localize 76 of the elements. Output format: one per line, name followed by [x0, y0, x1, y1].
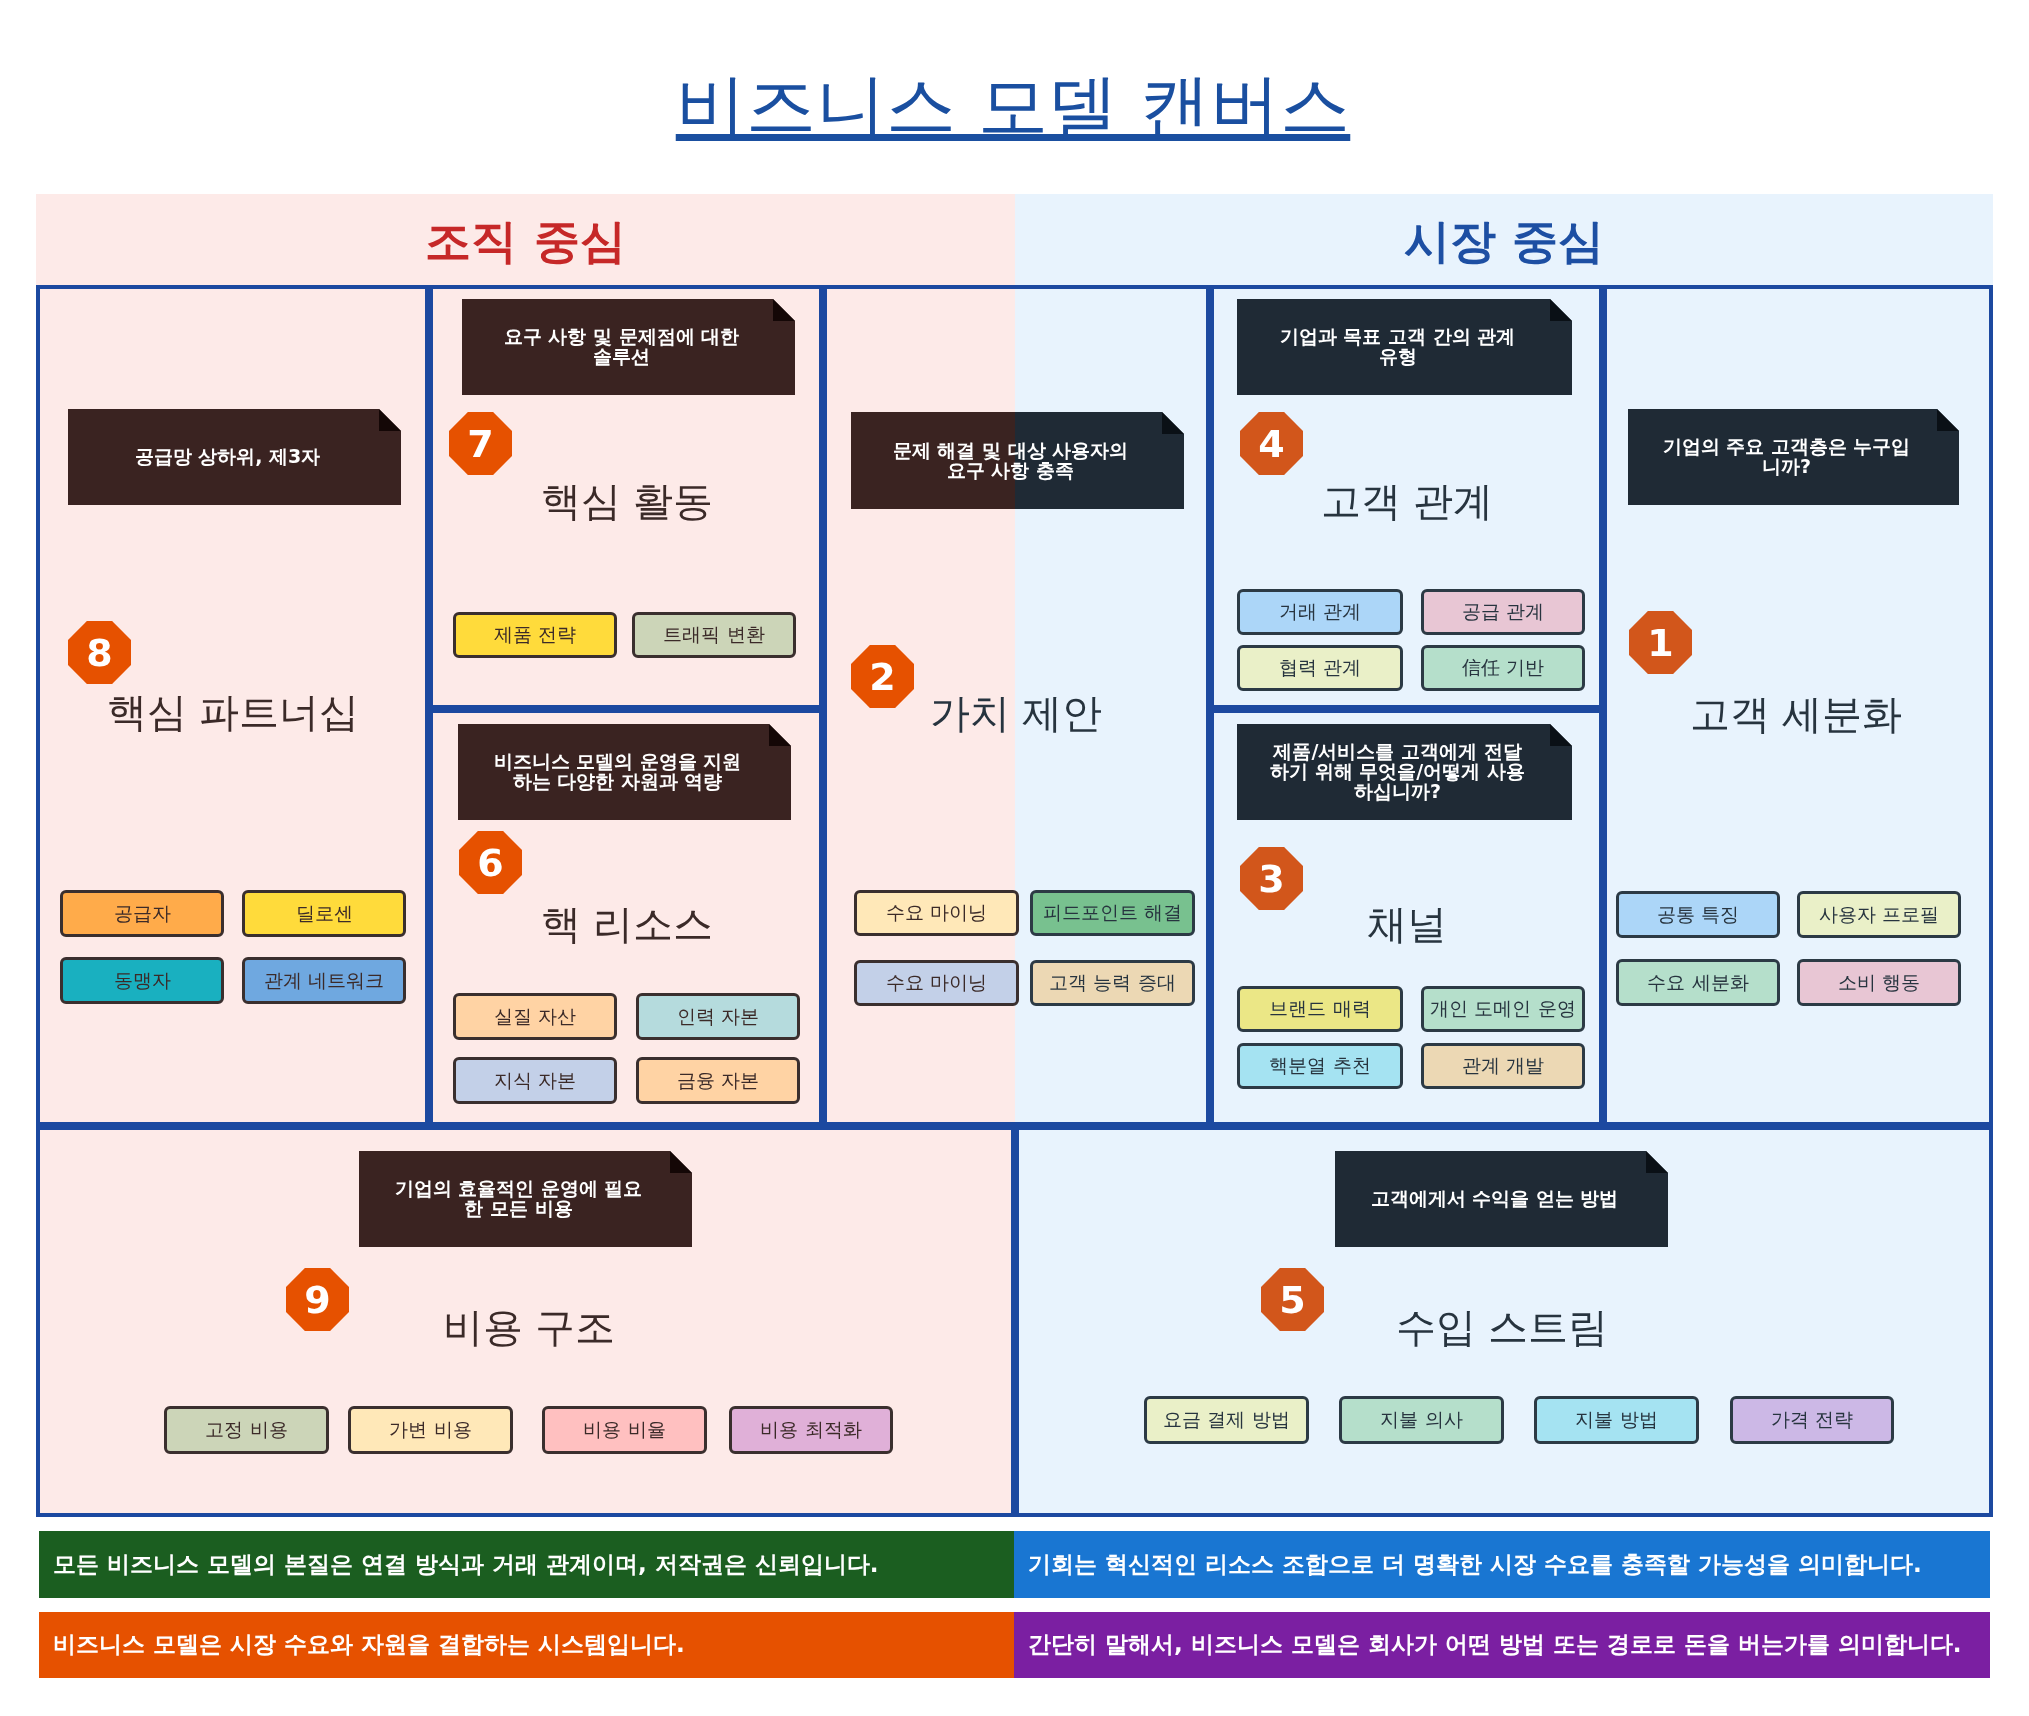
section-title: 채널 — [1367, 902, 1447, 946]
tag-chip: 수요 마이닝 — [854, 960, 1019, 1006]
number-badge: 8 — [68, 621, 131, 684]
tag-chip: 금융 자본 — [636, 1057, 800, 1104]
tag-chip: 고정 비용 — [164, 1406, 329, 1454]
number-badge: 1 — [1629, 611, 1692, 674]
tag-chip: 인력 자본 — [636, 993, 800, 1040]
tag-chip: 피드포인트 해결 — [1030, 890, 1195, 936]
tag-chip: 제품 전략 — [453, 612, 617, 658]
section-title: 수입 스트림 — [1395, 1305, 1609, 1349]
tag-chip: 트래픽 변환 — [632, 612, 796, 658]
canvas-section — [823, 285, 1210, 1126]
tag-chip: 비용 비율 — [542, 1406, 707, 1454]
number-badge: 5 — [1261, 1268, 1324, 1331]
tag-chip: 거래 관계 — [1237, 589, 1403, 635]
tag-chip: 딜로센 — [242, 890, 406, 937]
section-title: 고객 관계 — [1320, 479, 1494, 523]
title: 비즈니스 모델 캔버스 — [675, 66, 1351, 147]
note-text: 공급망 상하위, 제3자 — [134, 447, 321, 467]
canvas-section — [1210, 709, 1603, 1126]
canvas-section — [1015, 1126, 1993, 1517]
section-title: 핵심 파트너십 — [106, 690, 360, 734]
number-badge: 4 — [1240, 412, 1303, 475]
section-title: 고객 세분화 — [1689, 692, 1903, 736]
number-badge: 3 — [1240, 847, 1303, 910]
note-text: 제품/서비스를 고객에게 전달하기 위해 무엇을/어떻게 사용하십니까? — [1269, 742, 1526, 802]
tag-chip: 수요 세분화 — [1616, 959, 1780, 1006]
section-title: 핵 리소스 — [540, 902, 714, 946]
tag-chip: 공급 관계 — [1421, 589, 1585, 635]
section-title: 비용 구조 — [442, 1305, 616, 1349]
number-badge: 9 — [286, 1268, 349, 1331]
canvas-section — [429, 709, 823, 1126]
footer-banner: 비즈니스 모델은 시장 수요와 자원을 결합하는 시스템입니다. — [39, 1612, 1014, 1678]
footer-banner: 모든 비즈니스 모델의 본질은 연결 방식과 거래 관계이며, 저작권은 신뢰입니다. — [39, 1531, 1014, 1598]
tag-chip: 핵분열 추천 — [1237, 1043, 1403, 1089]
band-heading: 시장 중심 — [1404, 215, 1604, 267]
tag-chip: 공통 특징 — [1616, 891, 1780, 938]
note-text: 기업과 목표 고객 간의 관계 유형 — [1278, 327, 1517, 367]
band-heading: 조직 중심 — [425, 215, 626, 267]
canvas-section — [1603, 285, 1993, 1126]
note-text: 고객에게서 수익을 얻는 방법 — [1370, 1189, 1619, 1209]
tag-chip: 동맹자 — [60, 957, 224, 1004]
canvas-section — [1210, 285, 1603, 709]
note-text: 비즈니스 모델의 운영을 지원하는 다양한 자원과 역량 — [492, 752, 743, 792]
tag-chip: 관계 네트워크 — [242, 957, 406, 1004]
tag-chip: 수요 마이닝 — [854, 890, 1019, 936]
note-text: 요구 사항 및 문제점에 대한 솔루션 — [502, 327, 741, 367]
tag-chip: 요금 결제 방법 — [1144, 1396, 1309, 1444]
tag-chip: 개인 도메인 운영 — [1421, 986, 1585, 1032]
footer-banner: 기회는 혁신적인 리소스 조합으로 더 명확한 시장 수요를 충족할 가능성을 의미합니다. — [1014, 1531, 1990, 1598]
tag-chip: 가변 비용 — [348, 1406, 513, 1454]
tag-chip: 信任 기반 — [1421, 645, 1585, 691]
tag-chip: 브랜드 매력 — [1237, 986, 1403, 1032]
tag-chip: 가격 전략 — [1730, 1396, 1894, 1444]
tag-chip: 사용자 프로필 — [1797, 891, 1961, 938]
number-badge: 7 — [449, 412, 512, 475]
canvas-section — [429, 285, 823, 709]
note-text: 기업의 주요 고객층은 누구입니까? — [1661, 437, 1912, 477]
tag-chip: 비용 최적화 — [729, 1406, 893, 1454]
note-text: 문제 해결 및 대상 사용자의 요구 사항 충족 — [891, 440, 1130, 481]
tag-chip: 지불 방법 — [1534, 1396, 1699, 1444]
tag-chip: 실질 자산 — [453, 993, 617, 1040]
tag-chip: 지불 의사 — [1339, 1396, 1504, 1444]
section-title: 가치 제안 — [929, 691, 1103, 735]
note-text: 기업의 효율적인 운영에 필요한 모든 비용 — [393, 1179, 644, 1219]
tag-chip: 소비 행동 — [1797, 959, 1961, 1006]
canvas-section — [36, 1126, 1015, 1517]
canvas-section — [36, 285, 429, 1126]
tag-chip: 고객 능력 증대 — [1030, 960, 1195, 1006]
footer-banner: 간단히 말해서, 비즈니스 모델은 회사가 어떤 방법 또는 경로로 돈을 버는가를 의미합니다. — [1014, 1612, 1990, 1678]
section-title: 핵심 활동 — [540, 479, 714, 523]
number-badge: 6 — [459, 831, 522, 894]
tag-chip: 지식 자본 — [453, 1057, 617, 1104]
tag-chip: 공급자 — [60, 890, 224, 937]
tag-chip: 관계 개발 — [1421, 1043, 1585, 1089]
tag-chip: 협력 관계 — [1237, 645, 1403, 691]
